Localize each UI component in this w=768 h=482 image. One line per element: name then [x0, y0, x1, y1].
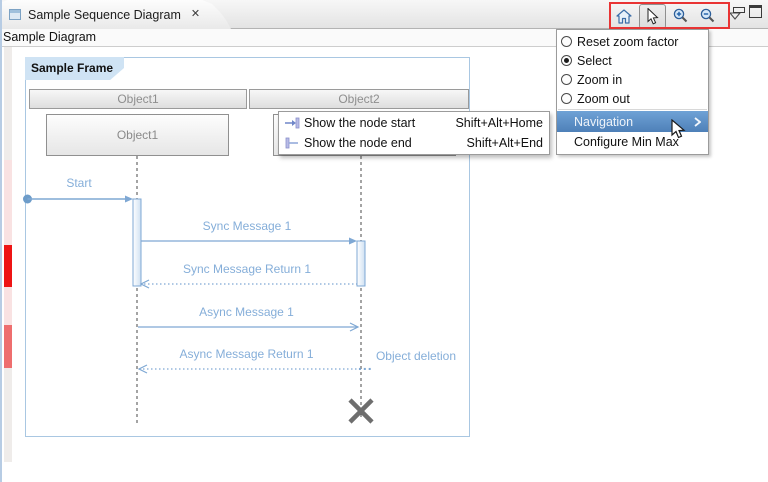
zoom-in-icon [673, 8, 688, 23]
sequence-diagram-icon [9, 9, 21, 20]
menu-item-label: Configure Min Max [574, 135, 679, 149]
menu-item-label: Reset zoom factor [577, 34, 679, 49]
message-async1-arrowhead [349, 322, 360, 332]
label-start[interactable]: Start [66, 176, 92, 190]
menu-separator [558, 109, 707, 110]
submenu-item-shortcut: Shift+Alt+End [466, 136, 543, 150]
marker-salmon[interactable] [4, 325, 12, 368]
cursor-arrow-icon [647, 7, 659, 24]
menu-item-navigation[interactable]: Navigation [557, 111, 708, 132]
minimize-button[interactable] [733, 5, 745, 18]
submenu-item-shortcut: Shift+Alt+Home [455, 116, 543, 130]
view-toolbar [612, 3, 747, 29]
menu-item-configure-min-max[interactable]: Configure Min Max [557, 132, 708, 152]
node-start-icon [285, 117, 300, 129]
tab-sample-sequence-diagram[interactable]: Sample Sequence Diagram ✕ [0, 0, 231, 29]
submenu-arrow-icon [694, 116, 701, 127]
label-sync-message-1[interactable]: Sync Message 1 [202, 219, 292, 233]
select-mode-button[interactable] [639, 3, 666, 29]
radio-selected-icon [561, 55, 572, 66]
submenu-item-label: Show the node start [304, 116, 416, 130]
menu-item-label: Zoom in [577, 72, 623, 87]
editor-tab-bar: Sample Sequence Diagram ✕ [0, 0, 768, 29]
stop-node-x-icon[interactable] [348, 398, 374, 424]
navigation-submenu: Show the node start Shift+Alt+Home Show … [278, 111, 550, 155]
execution-bar-object2[interactable] [356, 240, 366, 287]
radio-icon [561, 36, 572, 47]
zoom-out-button[interactable] [696, 4, 720, 28]
frame-title: Sample Frame [25, 57, 124, 80]
label-async-message-return-1[interactable]: Async Message Return 1 [179, 347, 314, 361]
label-sync-message-return-1[interactable]: Sync Message Return 1 [182, 262, 312, 276]
home-icon [616, 8, 632, 24]
node-end-icon [285, 137, 298, 149]
view-left-border [0, 0, 2, 482]
menu-item-zoom-out[interactable]: Zoom out [557, 89, 708, 108]
marker-range-pink-mid[interactable] [4, 287, 12, 325]
menu-item-zoom-in[interactable]: Zoom in [557, 70, 708, 89]
submenu-item-label: Show the node end [304, 136, 412, 150]
marker-red[interactable] [4, 245, 12, 287]
dropdown-triangle-icon [729, 12, 741, 20]
minimize-icon [733, 7, 745, 13]
message-start-arrowhead [125, 195, 133, 203]
maximize-button[interactable] [749, 5, 762, 18]
tab-close-icon[interactable]: ✕ [190, 8, 201, 20]
view-menu-button[interactable] [723, 4, 747, 28]
lifeline-header-object2[interactable]: Object2 [249, 89, 469, 109]
message-async1-return-arrowhead [137, 364, 148, 374]
message-sync1-return-arrowhead [139, 279, 150, 289]
zoom-out-icon [700, 8, 715, 23]
submenu-item-show-node-start[interactable]: Show the node start Shift+Alt+Home [279, 113, 549, 133]
sequence-graphics [23, 156, 374, 424]
label-object-deletion: Object deletion [375, 349, 457, 363]
message-sync1-arrowhead [349, 237, 357, 245]
submenu-item-show-node-end[interactable]: Show the node end Shift+Alt+End [279, 133, 549, 153]
menu-item-select[interactable]: Select [557, 51, 708, 70]
mouse-cursor [671, 119, 686, 139]
tab-title: Sample Sequence Diagram [28, 7, 181, 22]
lifeline-header-object1[interactable]: Object1 [29, 89, 247, 109]
view-dropdown-menu: Reset zoom factor Select Zoom in Zoom ou… [556, 29, 709, 155]
lifeline-box-object1[interactable]: Object1 [46, 114, 229, 156]
menu-item-label: Navigation [574, 114, 634, 129]
overview-marker-bar[interactable] [4, 47, 12, 462]
toolbar-annotation-highlight [609, 2, 730, 29]
execution-bar-object1[interactable] [132, 198, 142, 287]
window-buttons [733, 5, 762, 18]
menu-item-label: Zoom out [577, 91, 630, 106]
radio-icon [561, 74, 572, 85]
label-async-message-1[interactable]: Async Message 1 [199, 305, 294, 319]
marker-range-pink-top[interactable] [4, 160, 12, 245]
menu-item-label: Select [577, 53, 612, 68]
zoom-in-button[interactable] [669, 4, 693, 28]
radio-icon [561, 93, 572, 104]
menu-item-reset-zoom[interactable]: Reset zoom factor [557, 32, 708, 51]
lifeline-continuation-dots: ... [358, 357, 373, 373]
maximize-icon [749, 5, 762, 18]
home-button[interactable] [612, 4, 636, 28]
